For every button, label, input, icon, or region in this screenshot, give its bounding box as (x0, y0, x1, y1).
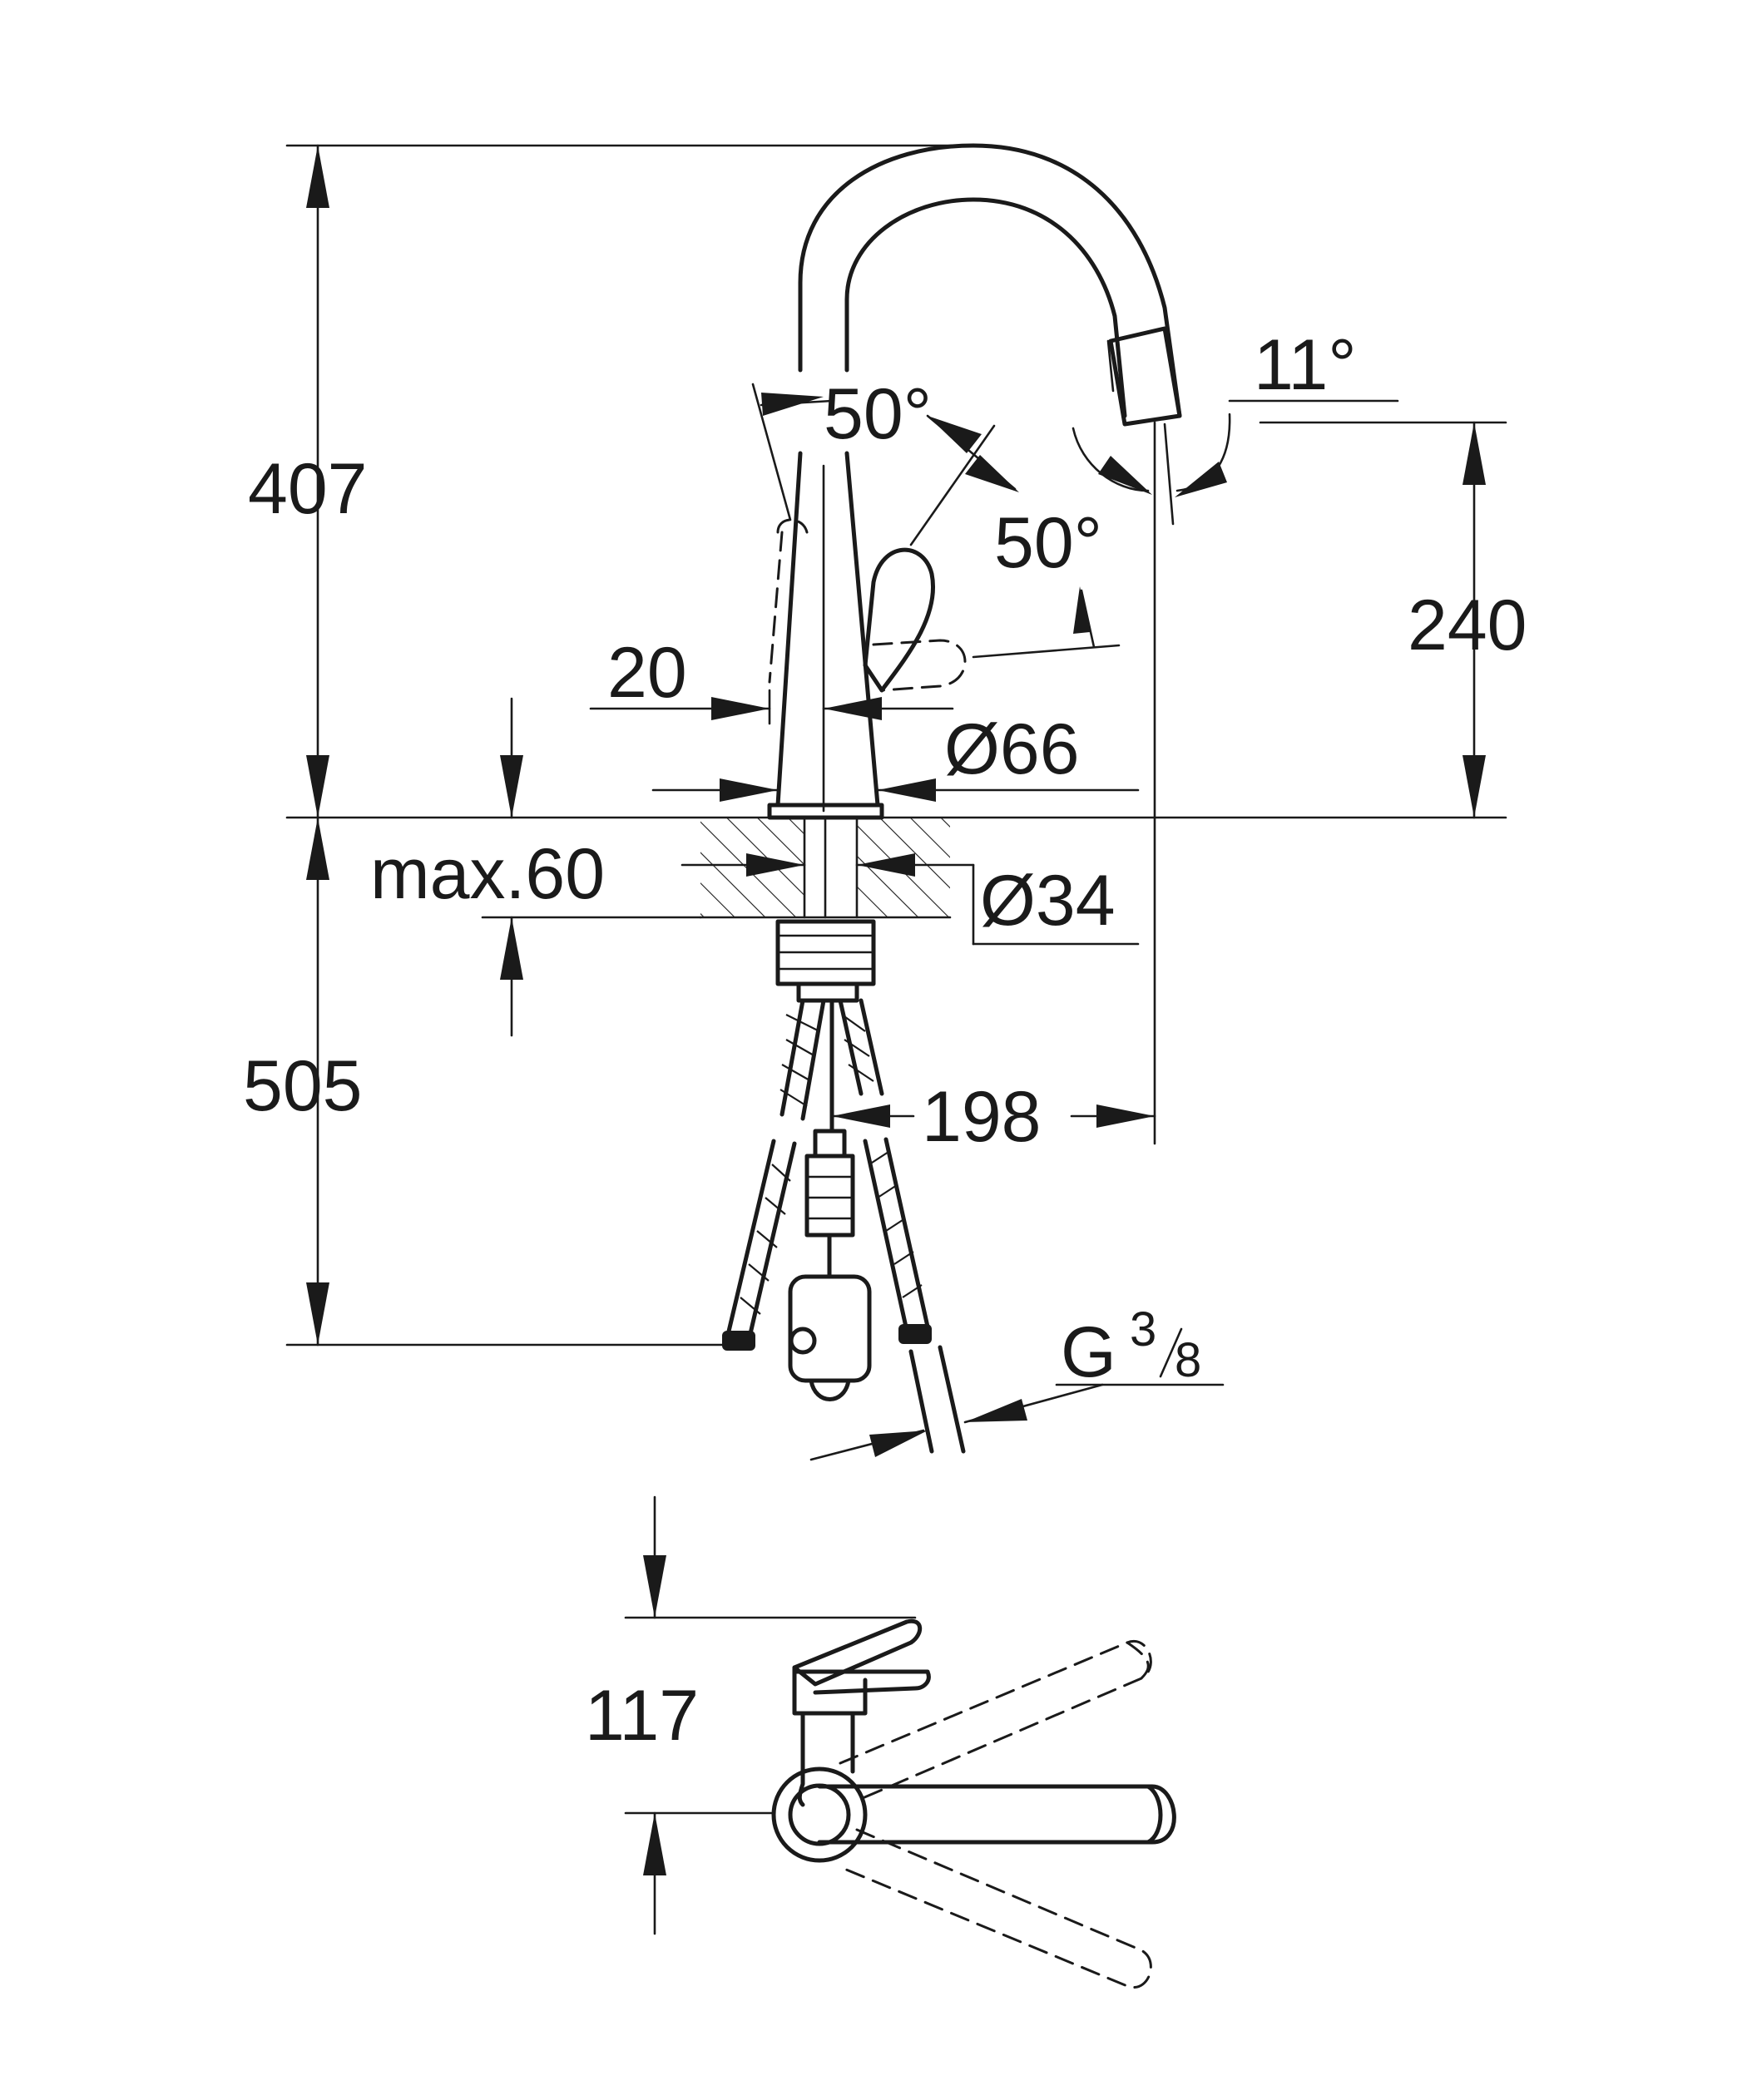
thread-fraction-slash (1159, 1327, 1183, 1378)
label-height-407: 407 (248, 449, 368, 529)
thread-callout (809, 1383, 1225, 1461)
dimension-diameter-66 (651, 778, 1140, 802)
dimension-505 (306, 816, 329, 1346)
label-thread-denominator: 8 (1175, 1333, 1201, 1387)
dimension-117 (624, 1495, 917, 1935)
label-reach-198: 198 (922, 1077, 1042, 1157)
faucet-body (767, 143, 1182, 820)
angle-right-indicator (926, 414, 1096, 649)
flexible-hoses (722, 998, 966, 1454)
under-deck-connector (775, 919, 876, 1003)
dimension-240 (1462, 421, 1486, 819)
lever-handle (863, 424, 996, 693)
label-base-diameter-66: Ø66 (944, 709, 1080, 789)
label-angle-50-lower: 50° (994, 503, 1102, 583)
label-below-deck-505: 505 (243, 1046, 363, 1126)
label-hole-diameter-34: Ø34 (980, 861, 1116, 941)
dimension-20 (589, 689, 954, 725)
label-offset-20: 20 (607, 633, 687, 713)
angle-spout-indicator (1071, 399, 1399, 1145)
label-spout-height-240: 240 (1408, 586, 1527, 665)
label-thread-g: G (1061, 1312, 1116, 1392)
dimension-407 (306, 144, 329, 819)
label-thread-numerator: 3 (1130, 1302, 1156, 1356)
plan-view-faucet (771, 1618, 1176, 1989)
label-lever-height-117: 117 (585, 1676, 699, 1756)
dimension-198 (830, 1104, 1156, 1128)
label-deck-max-60: max.60 (370, 834, 605, 914)
dimension-max-60 (481, 697, 702, 1037)
angle-left-indicator (751, 383, 834, 521)
pull-out-hose-weight (788, 998, 872, 1401)
label-angle-11: 11° (1254, 325, 1357, 405)
label-angle-50-upper: 50° (824, 374, 932, 454)
dimension-diameter-34 (681, 853, 1140, 946)
